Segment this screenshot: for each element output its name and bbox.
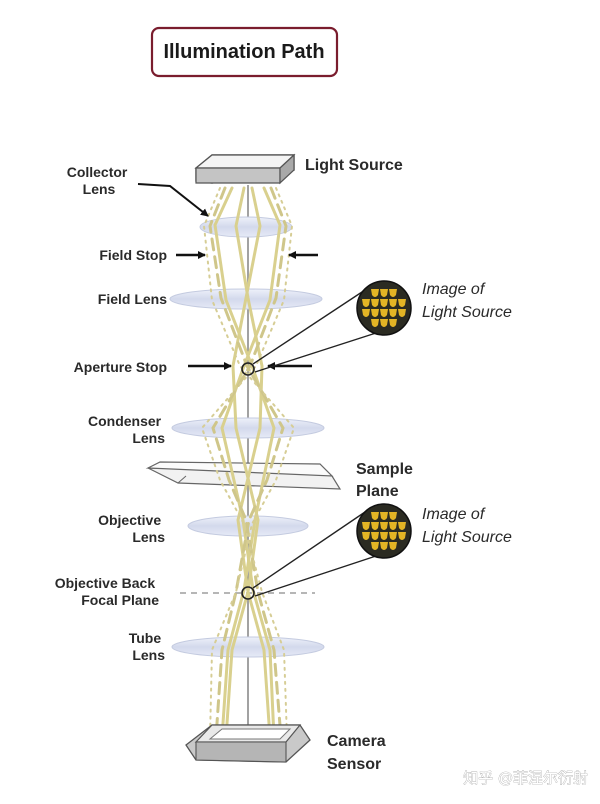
- filament-coil: [389, 522, 397, 530]
- image-magnifier-bottom: [241, 503, 412, 600]
- light-source-label: Light Source: [305, 157, 403, 174]
- filament-coil: [389, 319, 397, 327]
- camera-sensor-label: Camera Sensor: [327, 733, 390, 773]
- tube-lens-label: Tube Lens: [129, 630, 165, 663]
- image-magnifier-top: [241, 280, 412, 376]
- objective-lens-label: Objective Lens: [98, 512, 165, 545]
- sample-plane-slide: [145, 461, 342, 490]
- filament-coil: [371, 532, 379, 540]
- filament-coil: [389, 542, 397, 550]
- objective-back-focal-plane-label: Objective Back Focal Plane: [55, 575, 159, 608]
- tube-lens: [171, 636, 325, 658]
- filament-coil: [380, 522, 388, 530]
- filament-coil: [389, 299, 397, 307]
- filament-coil: [389, 512, 397, 520]
- filament-coil: [380, 512, 388, 520]
- filament-coil: [380, 309, 388, 317]
- field-lens-label: Field Lens: [98, 291, 167, 307]
- filament-coil: [371, 522, 379, 530]
- filament-coil: [371, 542, 379, 550]
- collector-lens-pointer: [137, 183, 209, 217]
- filament-coil: [371, 299, 379, 307]
- image-of-light-source-top-label: Image of Light Source: [422, 281, 512, 321]
- filament-coil: [398, 522, 406, 530]
- filament-coil: [362, 309, 370, 317]
- filament-coil: [398, 299, 406, 307]
- filament-coil: [380, 319, 388, 327]
- filament-coil: [398, 309, 406, 317]
- filament-coil: [389, 289, 397, 297]
- collector-lens-label: Collector Lens: [67, 164, 132, 197]
- filament-pattern-bottom: [362, 512, 406, 550]
- condenser-lens-label: Condenser Lens: [88, 413, 165, 446]
- filament-coil: [362, 532, 370, 540]
- filament-pattern-top: [362, 289, 406, 327]
- light-rays: [200, 186, 296, 740]
- diagram-title: Illumination Path: [163, 41, 324, 63]
- filament-coil: [371, 289, 379, 297]
- filament-coil: [389, 309, 397, 317]
- watermark: 知乎 @菲涅尔衍射: [463, 769, 588, 787]
- light-source-lamp: [194, 153, 296, 185]
- dashed-rays: [208, 186, 288, 740]
- filament-coil: [371, 319, 379, 327]
- dotted-rays: [200, 187, 296, 739]
- solid-rays: [213, 186, 282, 740]
- filament-coil: [362, 299, 370, 307]
- filament-coil: [380, 532, 388, 540]
- sample-plane-label: Sample Plane: [356, 461, 417, 500]
- filament-coil: [371, 512, 379, 520]
- filament-coil: [389, 532, 397, 540]
- filament-coil: [380, 289, 388, 297]
- filament-coil: [362, 522, 370, 530]
- filament-coil: [380, 542, 388, 550]
- filament-coil: [398, 532, 406, 540]
- filament-coil: [371, 309, 379, 317]
- condenser-lens: [171, 417, 325, 439]
- camera-sensor-block: [185, 724, 311, 763]
- field-stop-label: Field Stop: [99, 247, 167, 263]
- aperture-stop-label: Aperture Stop: [74, 359, 167, 375]
- image-of-light-source-bottom-label: Image of Light Source: [422, 506, 512, 546]
- title-box: Illumination Path: [150, 26, 339, 78]
- filament-coil: [380, 299, 388, 307]
